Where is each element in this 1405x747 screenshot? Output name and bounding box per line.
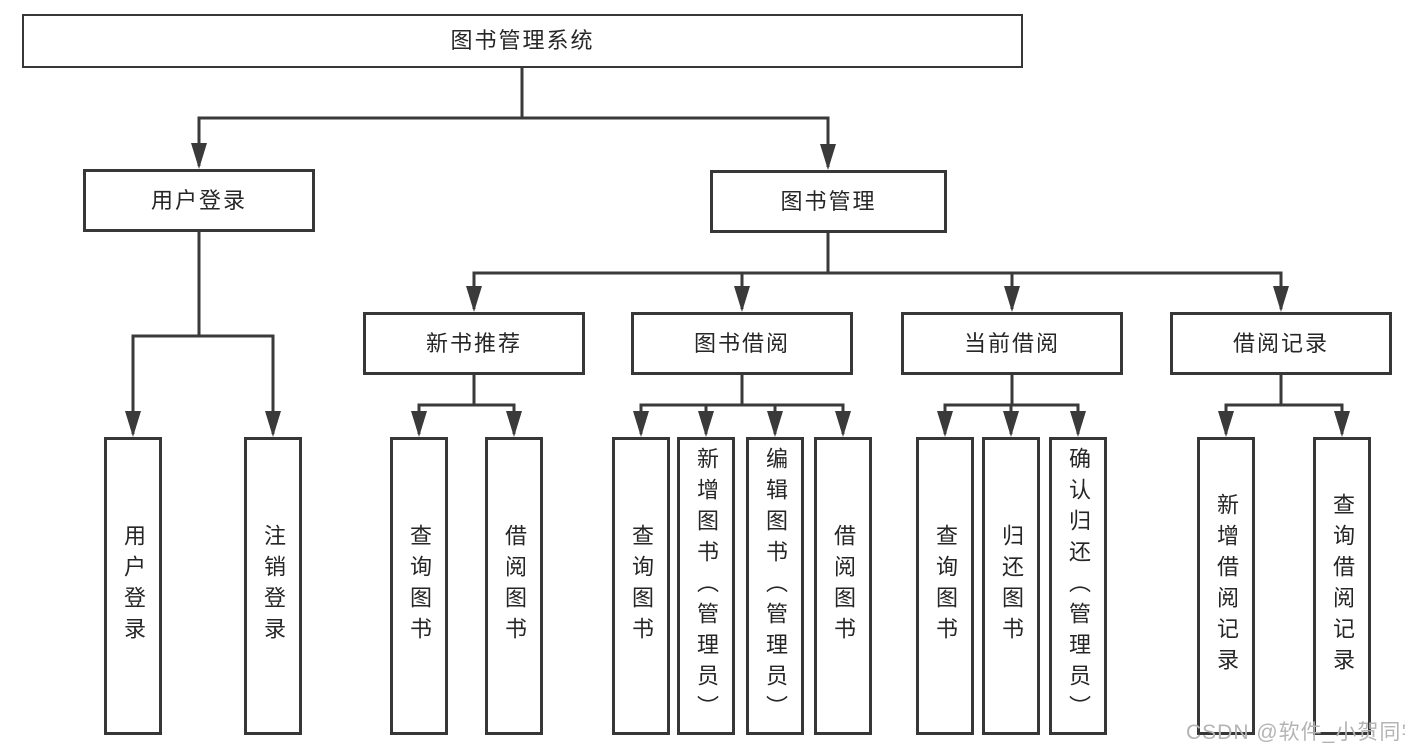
node-logout: 注销登录 [244, 437, 302, 735]
node-query-books-recommend: 查询图书 [390, 437, 448, 735]
node-user-login: 用户登录 [83, 169, 315, 232]
arrowhead-icons [125, 143, 1350, 437]
node-new-book-recommendation: 新书推荐 [363, 312, 585, 375]
node-book-management: 图书管理 [710, 170, 947, 233]
node-current-borrowing: 当前借阅 [901, 312, 1123, 375]
node-edit-book-admin: 编辑图书（管理员） [746, 437, 804, 735]
node-query-books-current: 查询图书 [916, 437, 974, 735]
node-return-book: 归还图书 [982, 437, 1040, 735]
node-login: 用户登录 [104, 437, 162, 735]
node-book-borrowing: 图书借阅 [631, 312, 853, 375]
node-borrowing-records: 借阅记录 [1170, 312, 1392, 375]
node-borrow-books-recommend: 借阅图书 [485, 437, 543, 735]
watermark: CSDN @软件_小贺同学 [1186, 721, 1405, 744]
node-confirm-return-admin: 确认归还（管理员） [1049, 437, 1107, 735]
node-query-books-borrow: 查询图书 [612, 437, 670, 735]
node-add-borrow-record: 新增借阅记录 [1197, 437, 1255, 735]
connector-lines [131, 68, 1344, 434]
node-add-book-admin: 新增图书（管理员） [677, 437, 735, 735]
node-root: 图书管理系统 [22, 14, 1023, 68]
node-borrow-books: 借阅图书 [814, 437, 872, 735]
node-query-borrow-record: 查询借阅记录 [1313, 437, 1371, 735]
